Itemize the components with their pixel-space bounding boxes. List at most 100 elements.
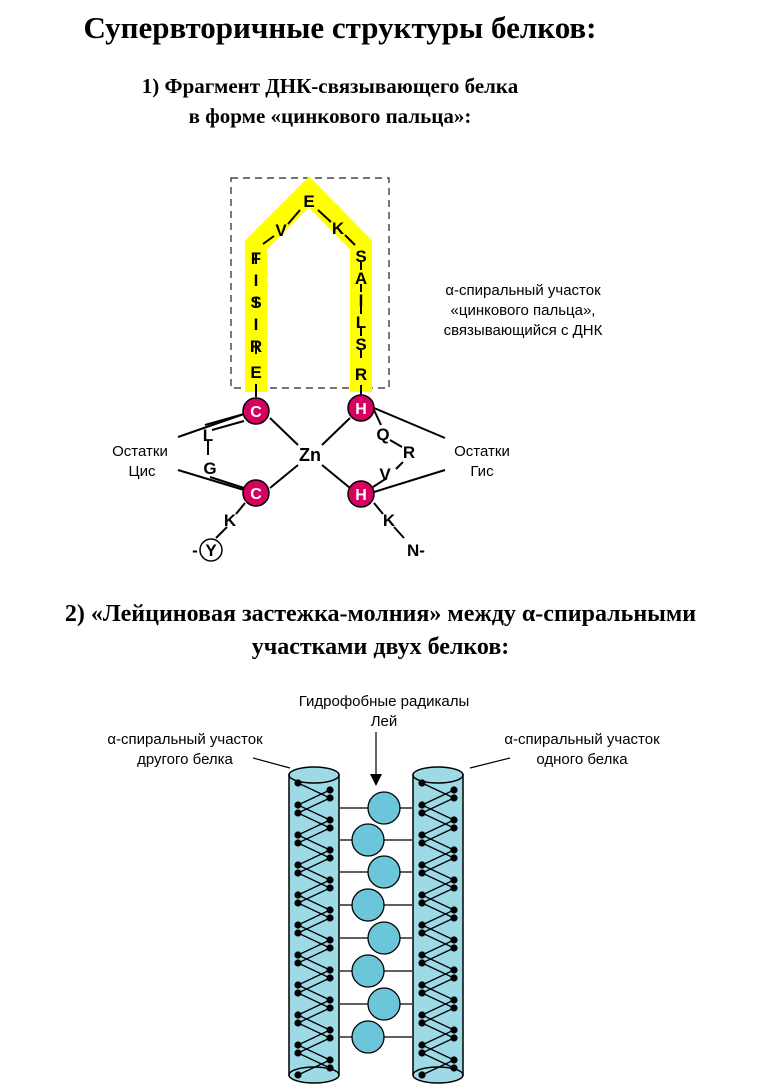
atom-dot	[450, 1004, 458, 1012]
atom-dot	[326, 786, 334, 794]
section2-heading-line1: 2) «Лейциновая застежка-молния» между α-…	[64, 601, 697, 627]
left-helix-top	[288, 766, 340, 784]
leucine-residue	[367, 791, 401, 825]
label-leaders	[252, 732, 511, 778]
right-helix-label-line1: α-спиральный участок	[504, 731, 660, 748]
atom-dot	[450, 816, 458, 824]
helix-label-line2: «цинкового пальца»,	[451, 302, 596, 319]
atom-dot	[450, 1056, 458, 1064]
right-helix-backbone	[420, 782, 456, 1069]
atom-dot	[450, 824, 458, 832]
residue-right-5: S	[355, 335, 366, 354]
atom-dot	[326, 824, 334, 832]
atom-dot	[418, 929, 426, 937]
atom-dot	[294, 809, 302, 817]
cys-residue-circle	[242, 479, 270, 507]
atom-dot	[418, 779, 426, 787]
section1-heading-line2: в форме «цинкового пальца»:	[188, 104, 472, 128]
atom-dot	[326, 906, 334, 914]
residue-top-2: E	[303, 192, 314, 211]
atom-dot	[418, 989, 426, 997]
atom-dot	[418, 959, 426, 967]
atom-dot	[294, 891, 302, 899]
left-helix-label-line2: другого белка	[137, 751, 233, 768]
atom-dot	[450, 854, 458, 862]
leucine-residue	[351, 823, 385, 857]
residue-left-4: S	[250, 293, 261, 312]
zinc-atom: Zn	[299, 445, 321, 465]
leucine-residue	[351, 888, 385, 922]
atom-dot	[450, 974, 458, 982]
right-helix-label-line2: одного белка	[536, 751, 628, 768]
tail-left-dash: -	[192, 541, 198, 560]
hydrophobic-label-line1: Гидрофобные радикалы	[299, 693, 470, 710]
atom-dot	[294, 861, 302, 869]
leucine-residue	[367, 987, 401, 1021]
residue-left-3: I	[254, 315, 259, 334]
atom-dot	[450, 914, 458, 922]
atom-dot	[450, 996, 458, 1004]
section1-heading-line1: 1) Фрагмент ДНК-связывающего белка	[141, 74, 519, 98]
his-residue-bottom: H	[355, 487, 367, 504]
atom-dot	[418, 981, 426, 989]
atom-dot	[294, 1071, 302, 1079]
residue-right-3: I	[359, 291, 364, 310]
left-helix-label-line1: α-спиральный участок	[107, 731, 263, 748]
residue-loop-his-1: Q	[376, 425, 389, 444]
atom-dot	[450, 1034, 458, 1042]
his-label-line1: Остатки	[454, 443, 510, 460]
atom-dot	[294, 1041, 302, 1049]
helix-label-line1: α-спиральный участок	[445, 282, 601, 299]
atom-dot	[450, 1064, 458, 1072]
atom-dot	[418, 831, 426, 839]
atom-dot	[294, 929, 302, 937]
residue-loop-cys-2: G	[203, 459, 216, 478]
atom-dot	[326, 884, 334, 892]
residue-top-3: K	[332, 219, 345, 238]
hydrophobic-label-line2: Лей	[371, 713, 398, 730]
residue-loop-his-3: V	[379, 465, 391, 484]
cys-residue-top: C	[250, 404, 262, 421]
atom-dot	[418, 1011, 426, 1019]
tyr-residue-circle	[199, 538, 223, 562]
tail-left-tyr: Y	[205, 541, 217, 560]
leucine-residue	[367, 855, 401, 889]
atom-dot	[326, 936, 334, 944]
atom-dot	[418, 809, 426, 817]
tail-right-lys: K	[383, 511, 396, 530]
atom-dot	[294, 801, 302, 809]
atom-dot	[418, 869, 426, 877]
atom-dot	[326, 1034, 334, 1042]
residue-loop-his-2: R	[403, 443, 415, 462]
atom-dot	[294, 779, 302, 787]
residue-right-2: A	[355, 269, 367, 288]
his-label-line2: Гис	[470, 463, 494, 480]
atom-dot	[294, 989, 302, 997]
cys-residue-bottom: C	[250, 486, 262, 503]
atom-dot	[326, 996, 334, 1004]
atom-dot	[326, 914, 334, 922]
atom-dot	[294, 921, 302, 929]
atom-dot	[418, 1071, 426, 1079]
section2-heading-line2: участками двух белков:	[251, 634, 510, 660]
atom-dot	[294, 951, 302, 959]
atom-dot	[326, 794, 334, 802]
his-residue-circle	[347, 480, 375, 508]
atom-dot	[294, 959, 302, 967]
atom-dot	[450, 846, 458, 854]
residue-right-1: S	[355, 247, 366, 266]
atom-dot	[418, 861, 426, 869]
tail-left-lys: K	[224, 511, 237, 530]
atom-dot	[418, 921, 426, 929]
atom-dot	[294, 981, 302, 989]
atom-dot	[294, 1049, 302, 1057]
residue-loop-cys-1: L	[203, 426, 213, 445]
backbone-lines	[177, 209, 446, 539]
page-title: Супервторичные структуры белков:	[83, 10, 597, 45]
right-helix-top	[412, 766, 464, 784]
atom-dot	[450, 1026, 458, 1034]
atom-dot	[326, 1026, 334, 1034]
his-residue-top: H	[355, 401, 367, 418]
atom-dot	[326, 1004, 334, 1012]
